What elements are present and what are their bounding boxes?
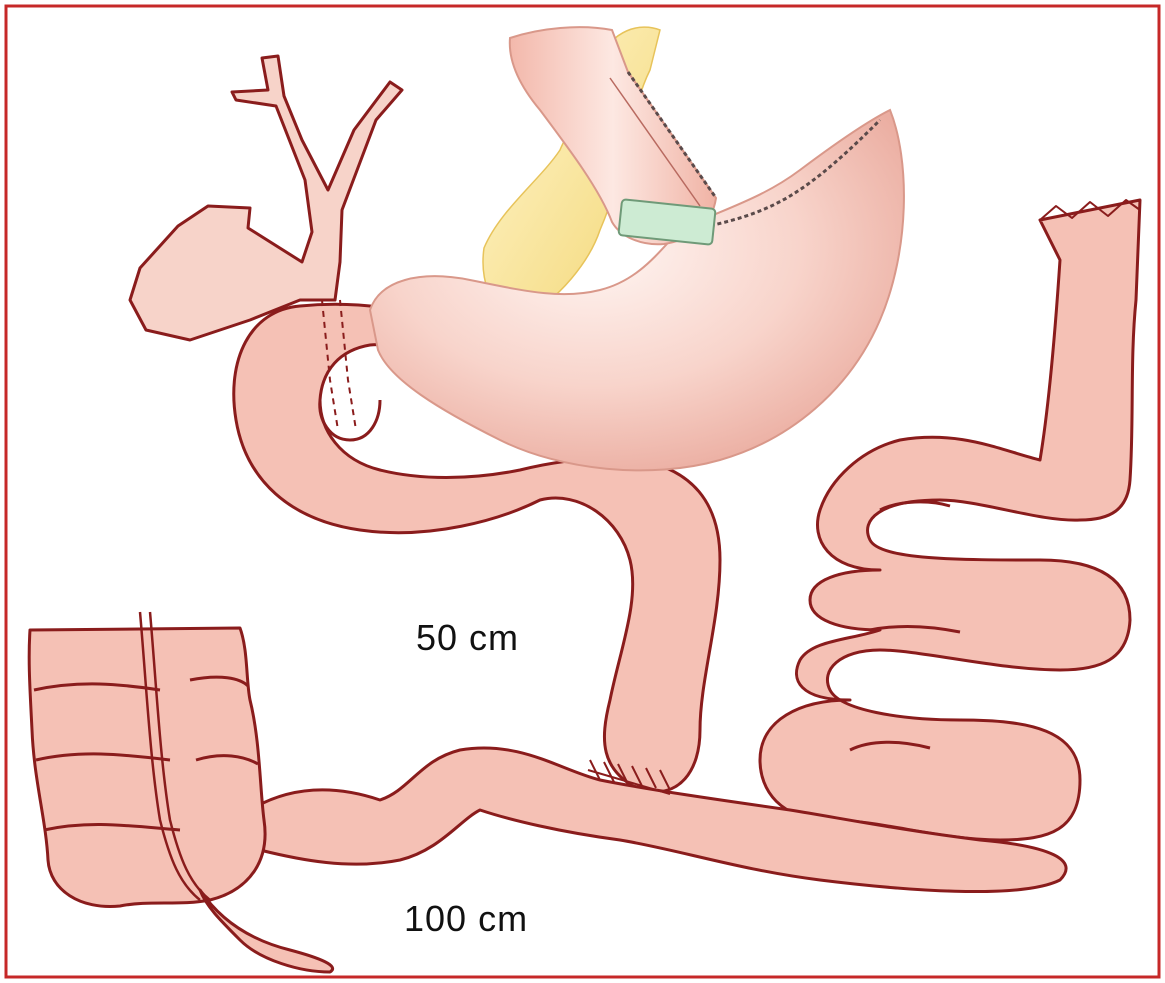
limb-length-label-50cm: 50 cm	[416, 617, 519, 659]
limb-length-label-100cm: 100 cm	[404, 898, 528, 940]
biliary-tree	[130, 56, 402, 340]
colon	[29, 612, 332, 972]
